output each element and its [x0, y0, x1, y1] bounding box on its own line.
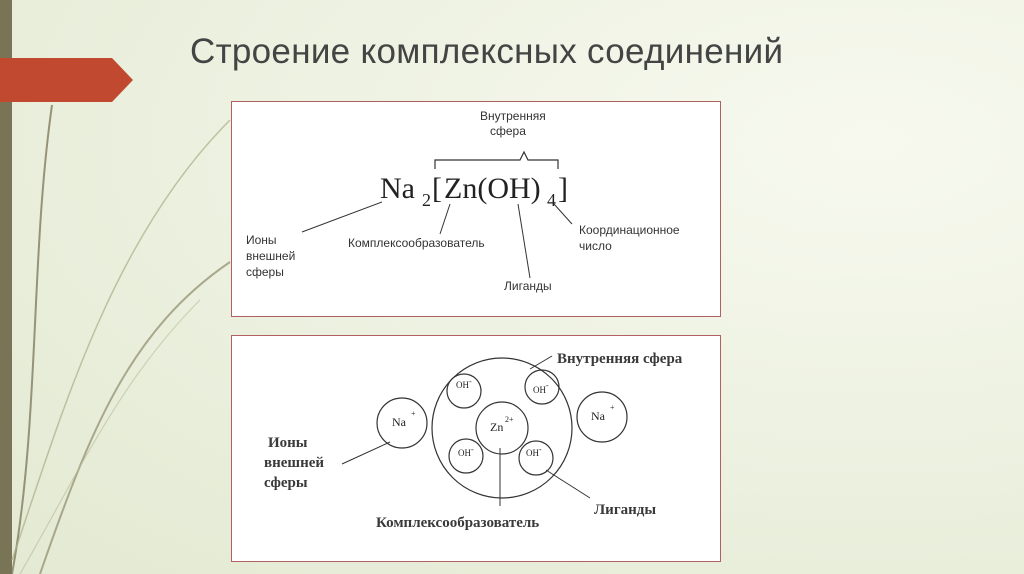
inner-sphere-label-line2: сфера: [490, 124, 526, 138]
formula-na: Na: [380, 172, 415, 205]
formula-structure-panel: Внутренняя сфера Na 2 [ Zn(OH) 4 ] Ионы …: [231, 101, 721, 317]
sphere-model-panel: Na + Na + Zn 2+ OH - OH - OH - OH - Внут…: [231, 335, 721, 562]
na-ion-right-circle: [576, 391, 628, 443]
oh-ligand-bottom-left-circle: [448, 438, 484, 474]
oh-ligand-top-right-label: OH: [533, 385, 546, 395]
left-accent-bar: [0, 0, 12, 574]
sphere-model-diagram: Na + Na + Zn 2+ OH - OH - OH - OH - Внут…: [264, 351, 683, 531]
formula-oh-subscript: 4: [547, 190, 556, 210]
outer-ions-label-line2: внешней: [264, 455, 324, 471]
oh-ligand-bottom-right-circle: [518, 440, 554, 476]
outer-ions-label-line2: внешней: [246, 249, 295, 263]
zn-ion-circle: [475, 401, 529, 455]
na-ion-right-charge: +: [610, 403, 615, 412]
ligands-pointer: [545, 469, 591, 499]
formula-structure-diagram: Внутренняя сфера Na 2 [ Zn(OH) 4 ] Ионы …: [246, 109, 680, 293]
outer-ions-label-line3: сферы: [246, 265, 284, 279]
oh-ligand-top-left-circle: [446, 373, 482, 409]
slide-title: Строение комплексных соединений: [190, 32, 784, 71]
formula-zn-oh: Zn(OH): [444, 172, 541, 205]
zn-ion-label: Zn: [490, 420, 503, 434]
outer-ions-label-line1: Ионы: [268, 435, 308, 451]
title-arrow-banner: [0, 58, 133, 102]
oh-ligand-top-right-charge: -: [546, 381, 549, 390]
outer-ions-label-line3: сферы: [264, 475, 308, 491]
ligands-pointer: [517, 203, 531, 279]
inner-sphere-label: Внутренняя сфера: [557, 351, 683, 367]
formula-na-subscript: 2: [422, 190, 431, 210]
complexing-agent-label: Комплексообразователь: [348, 236, 485, 250]
inner-sphere-label-line1: Внутренняя: [480, 109, 546, 123]
oh-ligand-bottom-left-charge: -: [471, 445, 474, 454]
coord-number-label-line2: число: [579, 239, 612, 253]
oh-ligand-bottom-right-charge: -: [539, 445, 542, 454]
ligands-label: Лиганды: [594, 502, 656, 518]
complexing-agent-pointer: [439, 203, 451, 235]
outer-ions-pointer: [301, 201, 383, 233]
na-ion-left-charge: +: [411, 409, 416, 418]
outer-ions-label-line1: Ионы: [246, 233, 277, 247]
na-ion-left-label: Na: [392, 415, 407, 429]
oh-ligand-bottom-right-label: OH: [526, 448, 539, 458]
formula-bracket-open: [: [432, 172, 442, 205]
coord-number-pointer: [553, 203, 573, 225]
inner-sphere-brace: [434, 150, 559, 169]
outer-ions-pointer: [341, 441, 391, 465]
na-ion-right-label: Na: [591, 409, 606, 423]
oh-ligand-top-right-circle: [524, 369, 560, 405]
na-ion-left-circle: [376, 397, 428, 449]
coord-number-label-line1: Координационное: [579, 223, 680, 237]
ligands-label: Лиганды: [504, 279, 552, 293]
oh-ligand-top-left-charge: -: [469, 377, 472, 386]
inner-sphere-pointer: [529, 355, 553, 370]
inner-sphere-circle: [431, 357, 573, 499]
decorative-curves: [11, 104, 231, 574]
complexing-agent-label: Комплексообразователь: [376, 515, 539, 531]
zn-ion-charge: 2+: [505, 415, 514, 424]
formula-bracket-close: ]: [558, 172, 568, 205]
oh-ligand-top-left-label: OH: [456, 380, 469, 390]
oh-ligand-bottom-left-label: OH: [458, 448, 471, 458]
